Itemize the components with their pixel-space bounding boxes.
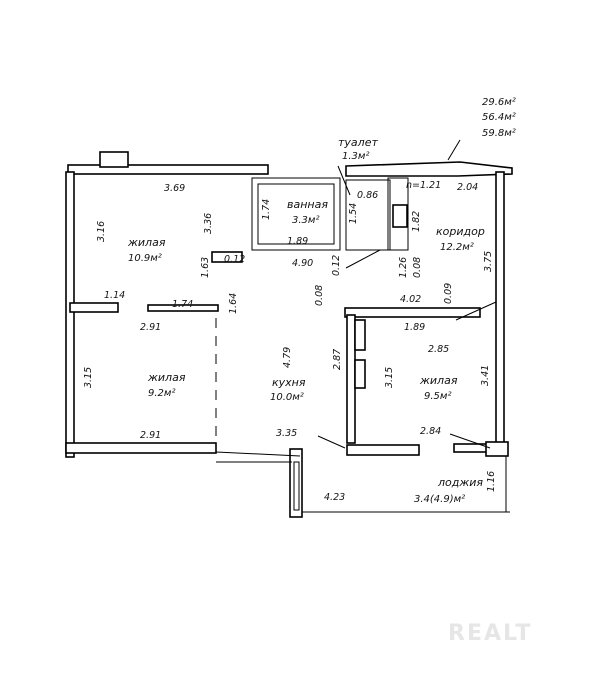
kitchen-area: 10.0м² — [270, 392, 304, 403]
living3-area: 9.5м² — [424, 391, 451, 402]
dimension-labels: 3.69 0.86 2.04 1.89 0.12 4.90 1.14 1.74 … — [104, 182, 478, 503]
dim-label: 3.16 — [96, 221, 107, 242]
bath-name: ванная — [287, 198, 328, 211]
outer-walls — [65, 151, 513, 458]
dim-label: 2.85 — [428, 344, 449, 355]
living2-area: 9.2м² — [148, 388, 175, 399]
living1-area: 10.9м² — [128, 253, 162, 264]
dim-label: 0.86 — [357, 190, 378, 201]
dim-label: 1.82 — [411, 211, 422, 232]
dim-label: 1.74 — [172, 299, 193, 310]
dim-label: 4.79 — [282, 347, 293, 368]
dim-label: 3.75 — [483, 251, 494, 272]
ceiling-height: h=1.21 — [406, 180, 441, 191]
dim-label: 1.26 — [398, 257, 409, 278]
corridor-name: коридор — [436, 225, 485, 238]
bath-area: 3.3м² — [292, 215, 319, 226]
dim-label: 2.87 — [332, 349, 343, 370]
living1-name: жилая — [127, 236, 166, 249]
dim-label: 1.14 — [104, 290, 125, 301]
dim-label: 3.69 — [164, 183, 185, 194]
dim-label: 3.41 — [480, 365, 491, 386]
dim-label: 4.23 — [324, 492, 345, 503]
dim-label: 3.35 — [276, 428, 297, 439]
dim-label: 3.15 — [384, 367, 395, 388]
total-area: 56.4м² — [482, 112, 516, 123]
toilet-area: 1.3м² — [342, 151, 369, 162]
dim-label: 0.08 — [412, 257, 423, 278]
dimension-labels-vertical: 3.16 3.36 1.74 1.54 1.82 1.63 0.12 1.26 … — [83, 199, 497, 492]
watermark: REALT — [448, 621, 532, 646]
loggia-name: лоджия — [437, 476, 483, 489]
dim-label: 3.36 — [203, 213, 214, 234]
dim-label: 3.15 — [83, 367, 94, 388]
dim-label: 2.84 — [420, 426, 441, 437]
toilet-name: туалет — [338, 136, 378, 149]
total-area-with-loggia: 59.8м² — [482, 128, 516, 139]
dim-label: 4.90 — [292, 258, 313, 269]
dim-label: 2.91 — [140, 322, 161, 333]
dim-label: 0.09 — [443, 283, 454, 304]
corridor-area: 12.2м² — [440, 242, 474, 253]
dim-label: 2.04 — [457, 182, 478, 193]
loggia-area: 3.4(4.9)м² — [414, 494, 465, 505]
dim-label: 1.74 — [261, 199, 272, 220]
kitchen-name: кухня — [272, 376, 306, 389]
dim-label: 2.91 — [140, 430, 161, 441]
leader-lines — [215, 139, 497, 463]
living2-name: жилая — [147, 371, 186, 384]
dim-label: 0.08 — [314, 285, 325, 306]
dim-label: 0.12 — [224, 254, 245, 265]
dim-label: 1.89 — [287, 236, 308, 247]
dim-label: 0.12 — [331, 255, 342, 276]
dim-label: 1.63 — [200, 257, 211, 278]
dim-label: 1.89 — [404, 322, 425, 333]
inner-walls — [69, 177, 510, 518]
living3-name: жилая — [419, 374, 458, 387]
dim-label: 1.64 — [228, 293, 239, 314]
dim-label: 4.02 — [400, 294, 421, 305]
dim-label: 1.16 — [486, 471, 497, 492]
dim-label: 1.54 — [348, 203, 359, 224]
total-living-area: 29.6м² — [482, 97, 516, 108]
